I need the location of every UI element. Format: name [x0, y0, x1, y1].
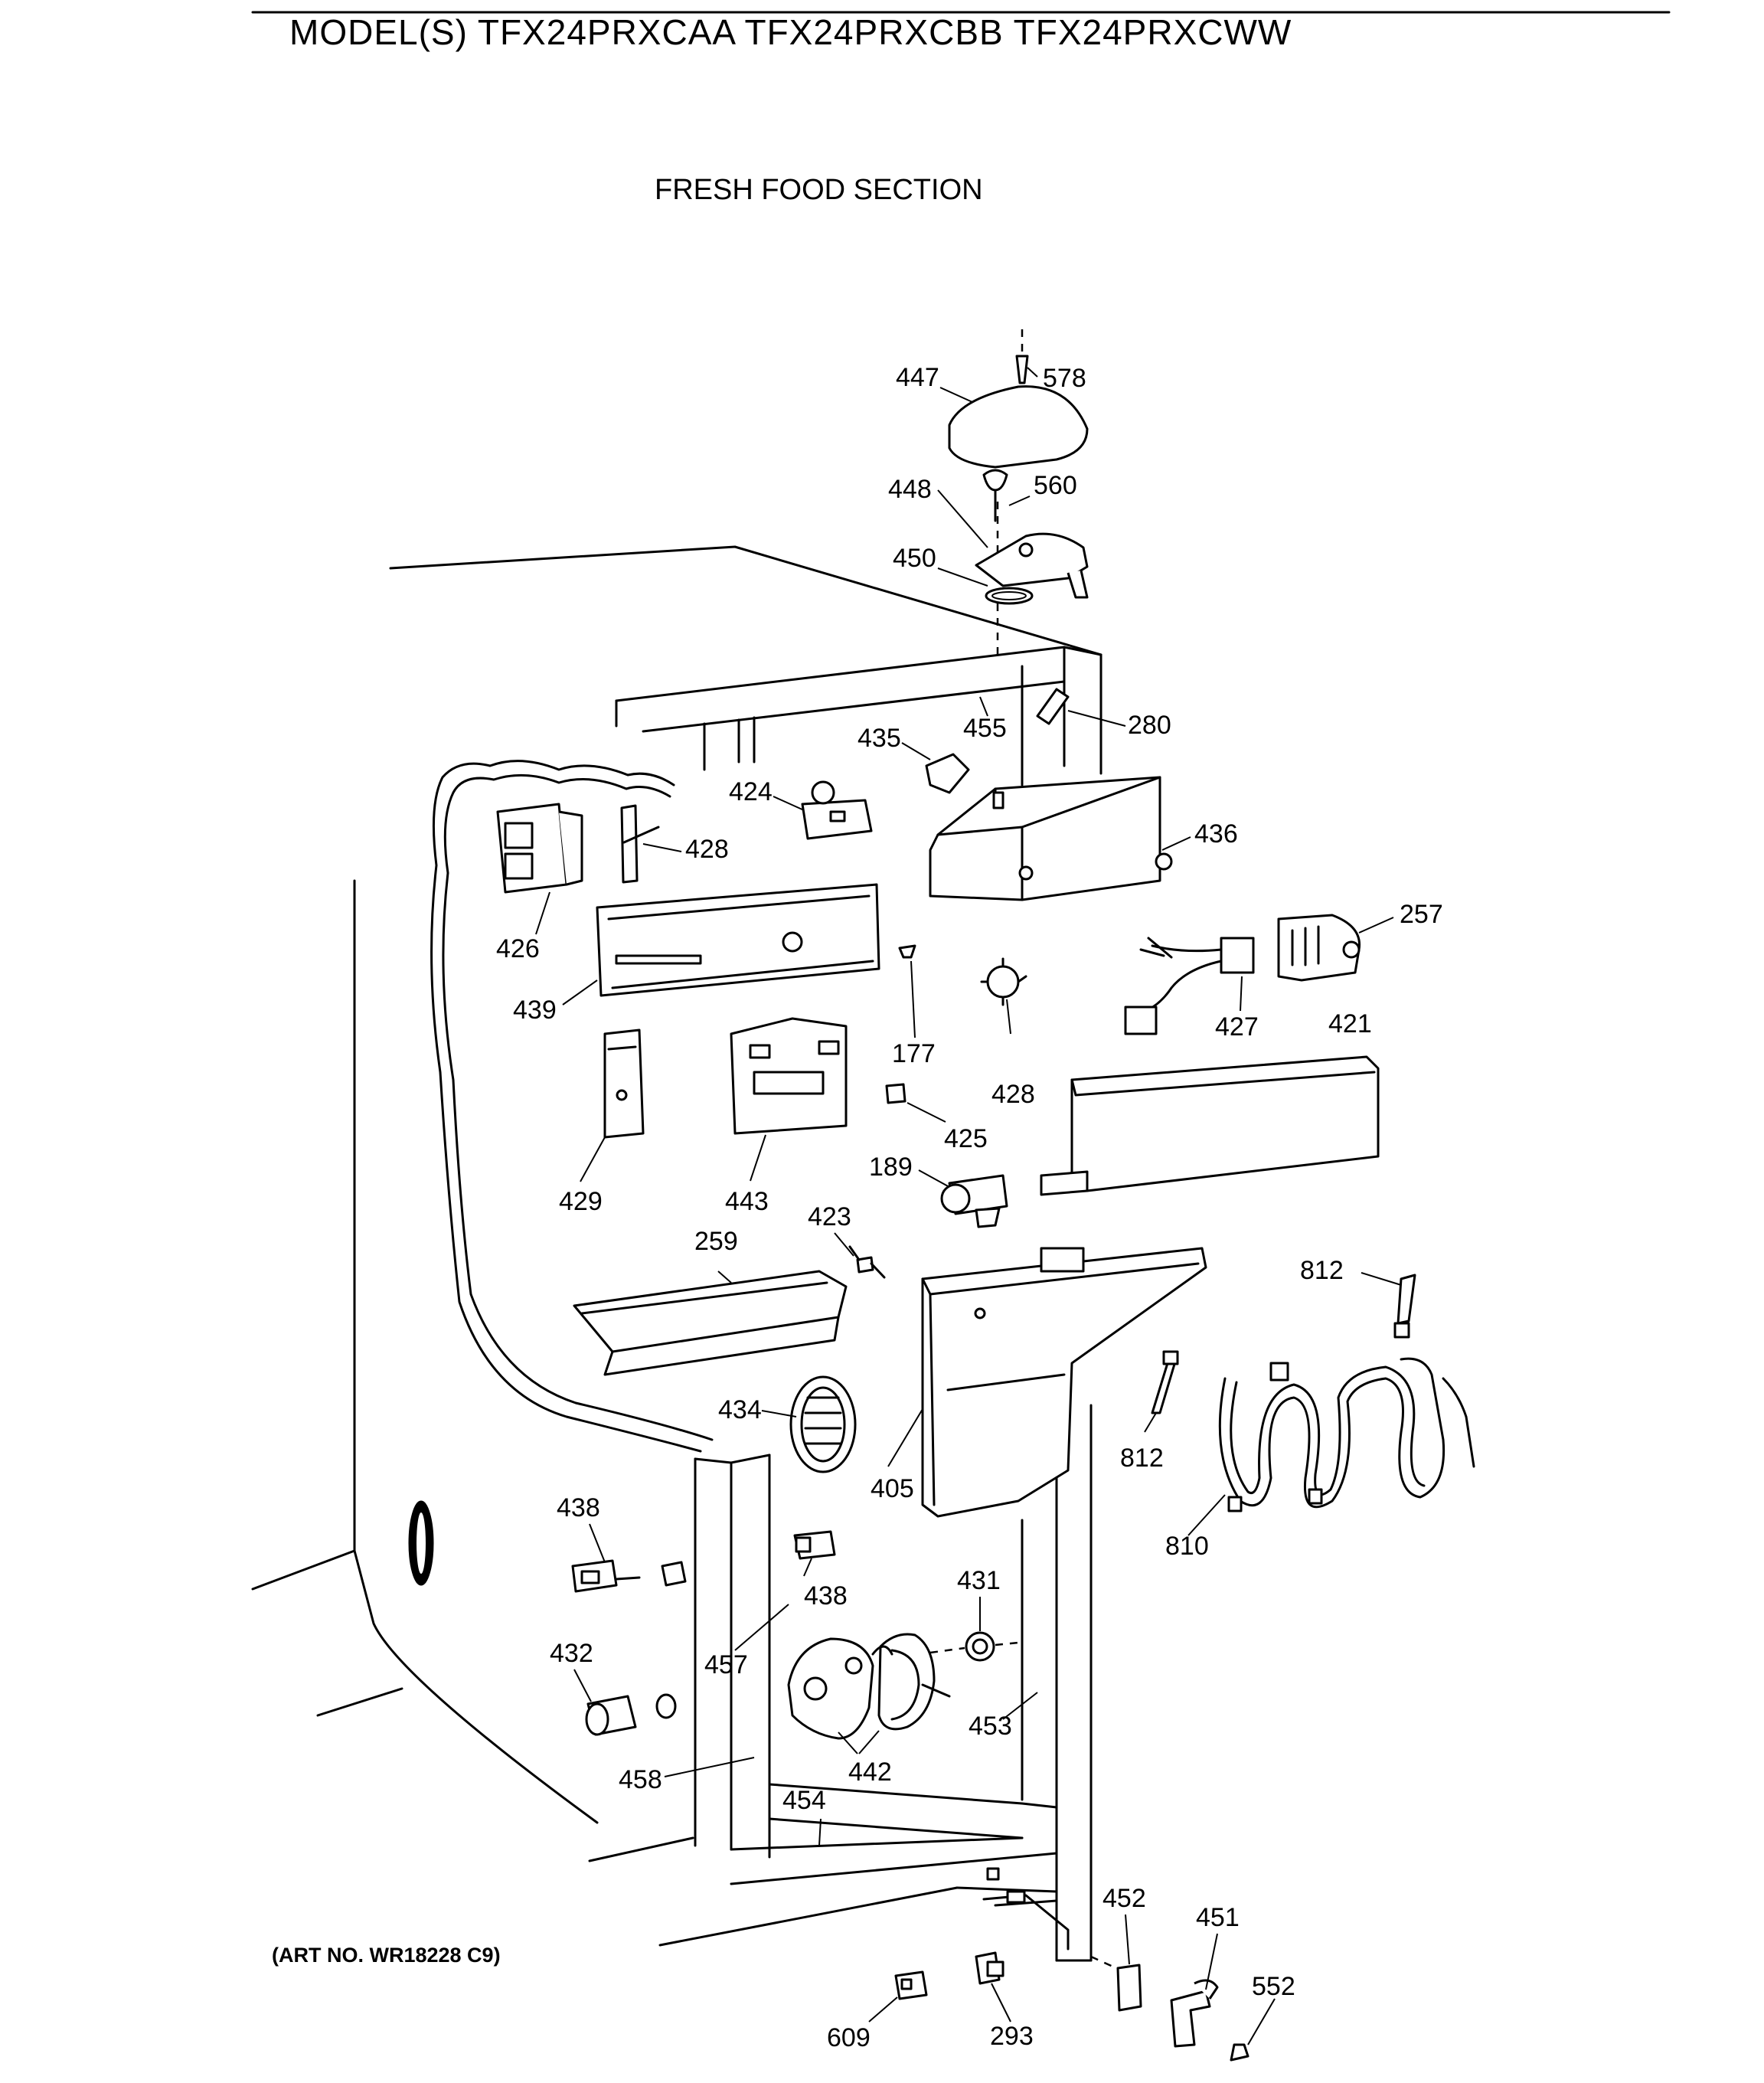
callout-426: 426	[496, 934, 540, 963]
callout-450: 450	[893, 544, 936, 573]
callout-812-upper: 812	[1300, 1256, 1344, 1285]
callout-609: 609	[827, 2023, 871, 2052]
callout-405: 405	[871, 1474, 914, 1503]
bracket-280	[1036, 688, 1070, 725]
art-number: (ART NO. WR18228 C9)	[272, 1944, 501, 1967]
bracket-429	[603, 1028, 645, 1139]
callout-280: 280	[1128, 711, 1171, 740]
harness-427	[1124, 937, 1255, 1035]
hinge-cover-447	[948, 385, 1089, 469]
callout-421: 421	[1328, 1009, 1372, 1038]
duct-housing-436	[929, 776, 1161, 901]
callout-458: 458	[619, 1765, 662, 1794]
light-shield-439	[596, 883, 880, 997]
callout-578: 578	[1043, 364, 1086, 393]
shim-450	[985, 587, 1034, 605]
callout-447: 447	[896, 363, 939, 392]
callout-457: 457	[704, 1650, 748, 1679]
callout-425: 425	[944, 1124, 988, 1153]
callout-812-lower: 812	[1120, 1444, 1164, 1473]
callout-448: 448	[888, 475, 932, 504]
callout-455: 455	[963, 714, 1007, 743]
callout-436: 436	[1194, 819, 1238, 849]
screw-552	[1230, 2043, 1250, 2062]
connector-812-lower	[1151, 1360, 1177, 1414]
bushing-432	[585, 1693, 677, 1736]
shield-259	[573, 1270, 848, 1353]
heater-810	[1218, 1357, 1475, 1512]
callout-454: 454	[782, 1786, 826, 1815]
callout-labels: 578 447 560 448 450 455 280 435 424 428 …	[496, 363, 1443, 2052]
dial-442	[787, 1633, 951, 1740]
callout-424: 424	[729, 777, 773, 806]
knob-431	[965, 1631, 995, 1662]
callout-435: 435	[858, 724, 901, 753]
thermistor-435	[925, 753, 970, 794]
callout-423: 423	[808, 1202, 851, 1231]
screw-177	[898, 944, 916, 959]
callout-451: 451	[1196, 1903, 1240, 1932]
callout-434: 434	[718, 1395, 762, 1424]
hinge-448	[975, 532, 1089, 587]
callout-293: 293	[990, 2022, 1034, 2051]
bracket-428-left	[620, 804, 639, 884]
callout-453: 453	[969, 1712, 1012, 1741]
callout-189: 189	[869, 1153, 913, 1182]
callout-438-left: 438	[557, 1493, 600, 1522]
callout-438-right: 438	[804, 1581, 848, 1610]
callout-427: 427	[1215, 1012, 1259, 1042]
channel-421	[1070, 1055, 1380, 1192]
bracket-452	[1116, 1964, 1142, 2012]
callout-428-upper: 428	[685, 835, 729, 864]
callout-257: 257	[1400, 900, 1443, 929]
callout-432: 432	[550, 1639, 593, 1668]
cabinet-outline	[251, 545, 1102, 1962]
screw-578	[1015, 355, 1029, 384]
callout-439: 439	[513, 996, 557, 1025]
callout-452: 452	[1102, 1884, 1146, 1913]
plug-423	[856, 1256, 874, 1274]
leader-lines	[535, 367, 1402, 2045]
callout-177: 177	[892, 1039, 936, 1068]
lens-434	[789, 1375, 857, 1473]
top-hinge-assembly	[948, 329, 1089, 659]
control-parts	[408, 688, 1475, 2062]
gear-428	[986, 965, 1020, 999]
section-title: FRESH FOOD SECTION	[655, 174, 983, 206]
callout-443: 443	[725, 1187, 769, 1216]
callout-552: 552	[1252, 1972, 1295, 2001]
callout-431: 431	[957, 1566, 1001, 1595]
callout-560: 560	[1034, 471, 1077, 500]
hinge-451	[1170, 1990, 1211, 2048]
fitting-189	[940, 1174, 1008, 1228]
callout-810: 810	[1165, 1532, 1209, 1561]
callout-428-lower: 428	[991, 1080, 1035, 1109]
callout-429: 429	[559, 1187, 603, 1216]
screw-560	[982, 469, 1008, 492]
model-line: MODEL(S) TFX24PRXCAA TFX24PRXCBB TFX24PR…	[289, 12, 1292, 52]
insulator-425	[885, 1083, 906, 1104]
callout-259: 259	[694, 1227, 738, 1256]
duct-cover-405	[921, 1247, 1207, 1518]
connector-812-upper	[1396, 1274, 1416, 1325]
callout-442: 442	[848, 1758, 892, 1787]
